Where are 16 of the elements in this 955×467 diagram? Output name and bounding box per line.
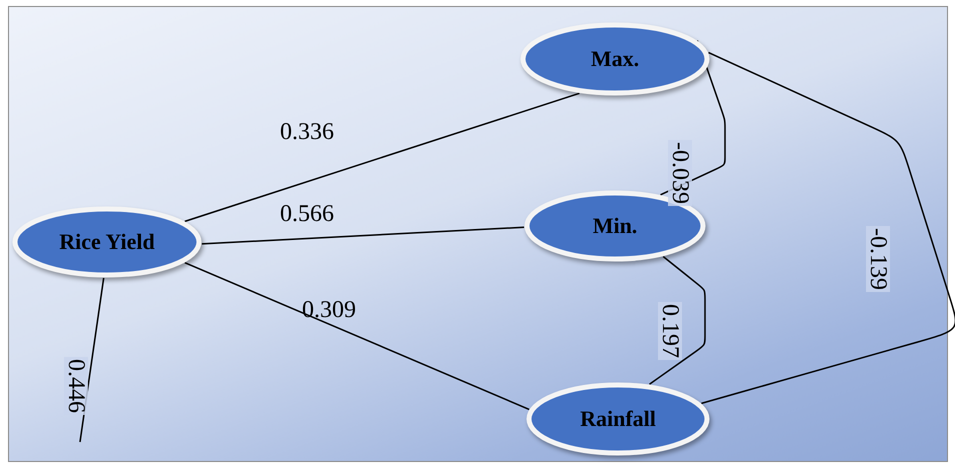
edge-label: -0.039 xyxy=(668,140,692,206)
node-label: Rainfall xyxy=(580,406,656,432)
edge-label: -0.139 xyxy=(866,226,890,292)
edge-label: 0.566 xyxy=(279,202,335,226)
edge-label: 0.336 xyxy=(279,120,335,144)
connector-line xyxy=(649,256,706,385)
connector-line xyxy=(184,92,580,222)
node-label: Rice Yield xyxy=(59,229,155,255)
edge-label: 0.446 xyxy=(64,357,88,415)
node-label: Max. xyxy=(590,46,640,72)
edge-label: 0.309 xyxy=(301,298,357,322)
connector-line xyxy=(701,52,955,404)
node-label: Min. xyxy=(592,213,638,239)
connector-line xyxy=(202,226,524,245)
edge-label: 0.197 xyxy=(658,302,682,360)
connector-line xyxy=(184,262,530,410)
